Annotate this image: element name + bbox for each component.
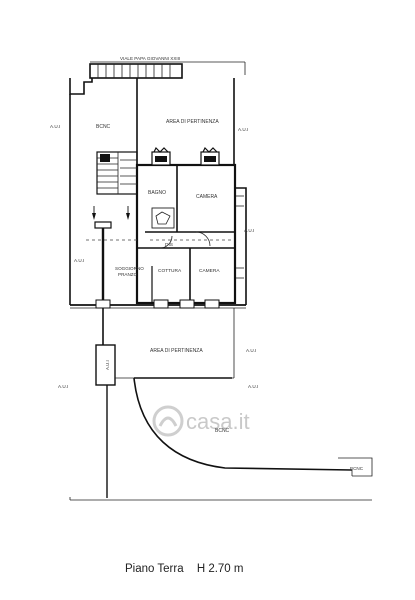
floor-name: Piano Terra (125, 563, 184, 575)
unit-label-right-mid: A.U.I (244, 228, 254, 233)
pillars (94, 221, 220, 309)
chimney-right (200, 146, 220, 166)
room-bcnc-right: BCNC (350, 466, 364, 471)
room-soggiorno-line1: SOGGIORNO (115, 266, 144, 271)
room-dis: DIS (165, 242, 173, 248)
watermark-logo-icon (152, 405, 184, 437)
room-area-pertinenza-top: AREA DI PERTINENZA (166, 119, 219, 125)
watermark-text: casa.it (186, 409, 250, 434)
room-camera-top: CAMERA (196, 194, 218, 200)
room-cottura: COTTURA (158, 268, 182, 274)
room-bagno: BAGNO (148, 190, 166, 196)
lower-area (69, 308, 373, 501)
unit-label-left-bottom: A.U.I (58, 384, 68, 389)
unit-label-right-top: A.U.I (238, 127, 248, 132)
unit-label-left-top: A.U.I (50, 124, 60, 129)
room-camera-bottom: CAMERA (199, 268, 220, 274)
watermark-logo-inner (158, 416, 178, 427)
watermark: casa.it (152, 405, 250, 437)
room-soggiorno-line2: PRANZO (118, 272, 138, 277)
floor-height: H 2.70 m (196, 563, 244, 575)
stairwell (96, 151, 138, 195)
top-strip (69, 61, 246, 95)
street-label: VIALE PAPA GIOVANNI XXIII (120, 56, 180, 61)
unit-label-right-bottom: A.U.I (248, 384, 258, 389)
aui-box (95, 344, 116, 386)
unit-label-left-mid: A.U.I (74, 258, 84, 263)
room-area-pertinenza-bottom: AREA DI PERTINENZA (150, 348, 203, 354)
unit-label-box: A.U.I (105, 360, 110, 370)
room-bcnc-lower: BCNC (215, 428, 230, 434)
labels: VIALE PAPA GIOVANNI XXIII BCNC AREA DI P… (50, 56, 364, 471)
room-bcnc-upper: BCNC (96, 124, 111, 130)
stair-entrance (89, 63, 183, 79)
entry-arrows (92, 206, 130, 220)
chimney-left (151, 146, 171, 166)
unit-label-right-lower: A.U.I (246, 348, 256, 353)
interior-walls (86, 165, 244, 303)
floor-caption: Piano Terra H 2.70 m (125, 563, 253, 575)
